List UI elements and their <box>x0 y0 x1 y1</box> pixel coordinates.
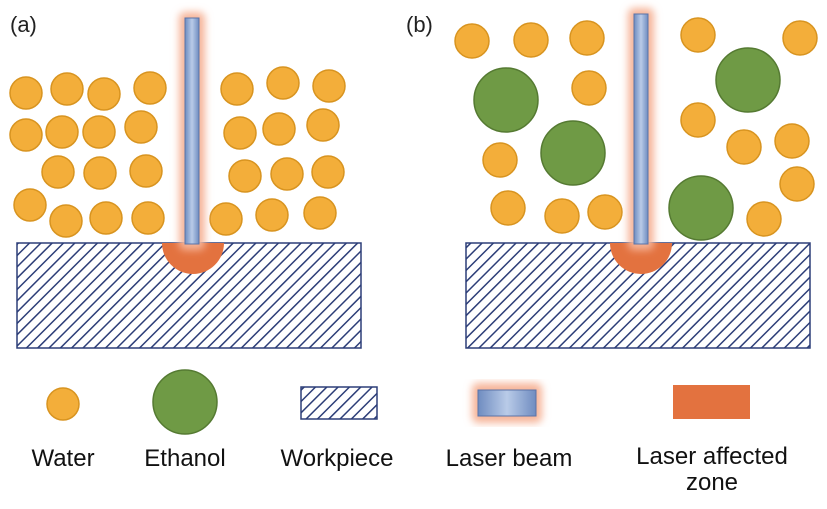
ethanol-molecule <box>473 67 539 133</box>
water-molecule <box>82 115 116 149</box>
water-molecule <box>87 77 121 111</box>
laser-beam-b <box>633 13 649 245</box>
water-molecule <box>680 17 716 53</box>
water-molecule <box>49 204 83 238</box>
water-molecule <box>490 190 526 226</box>
water-molecule <box>50 72 84 106</box>
legend-water-icon <box>46 387 80 421</box>
legend-laser-zone-line2: zone <box>685 469 739 496</box>
water-molecule <box>41 155 75 189</box>
legend-laser-zone-icon <box>673 385 750 419</box>
water-molecule <box>569 20 605 56</box>
legend-laser-zone-label: Laser affected zone <box>612 444 812 496</box>
water-molecule <box>83 156 117 190</box>
panel-a <box>9 12 362 349</box>
water-molecule <box>312 69 346 103</box>
ethanol-molecule <box>668 175 734 241</box>
water-molecule <box>133 71 167 105</box>
water-molecule <box>228 159 262 193</box>
water-molecule <box>680 102 716 138</box>
water-molecule <box>779 166 815 202</box>
legend-ethanol-label: Ethanol <box>144 445 226 472</box>
legend-workpiece-label: Workpiece <box>280 445 394 472</box>
laser-affected-zone-a <box>162 243 224 274</box>
water-molecule <box>209 202 243 236</box>
water-molecule <box>306 108 340 142</box>
water-molecules-a <box>9 66 346 238</box>
water-molecule <box>571 70 607 106</box>
panel-label-a: (a) <box>10 12 37 37</box>
ethanol-molecule <box>540 120 606 186</box>
water-molecule <box>45 115 79 149</box>
legend-workpiece-icon <box>300 386 378 420</box>
panel-label-b: (b) <box>406 12 433 37</box>
legend-laser-zone-line1: Laser affected <box>636 443 788 470</box>
water-molecule <box>220 72 254 106</box>
water-molecule <box>9 118 43 152</box>
water-molecule <box>311 155 345 189</box>
water-molecule <box>782 20 818 56</box>
water-molecule <box>303 196 337 230</box>
laser-affected-zone-b <box>610 243 672 274</box>
water-molecule <box>544 198 580 234</box>
water-molecule <box>9 76 43 110</box>
legend-ethanol-icon <box>152 369 218 435</box>
water-molecule <box>255 198 289 232</box>
water-molecule <box>454 23 490 59</box>
legend-laser-beam-icon <box>477 389 537 417</box>
water-molecule <box>13 188 47 222</box>
water-molecule <box>513 22 549 58</box>
water-molecule <box>89 201 123 235</box>
water-molecule <box>129 154 163 188</box>
water-molecule <box>262 112 296 146</box>
laser-beam-a <box>184 17 200 245</box>
water-molecule <box>746 201 782 237</box>
water-molecule <box>270 157 304 191</box>
water-molecule <box>131 201 165 235</box>
water-molecule <box>587 194 623 230</box>
water-molecule <box>223 116 257 150</box>
water-molecule <box>266 66 300 100</box>
water-molecules-b <box>454 17 818 237</box>
ethanol-molecules-b <box>473 47 781 241</box>
water-molecule <box>774 123 810 159</box>
legend <box>46 369 750 435</box>
panel-b <box>454 8 818 349</box>
water-molecule <box>726 129 762 165</box>
water-molecule <box>124 110 158 144</box>
legend-water-label: Water <box>31 445 95 472</box>
legend-laser-beam-label: Laser beam <box>445 445 573 472</box>
water-molecule <box>482 142 518 178</box>
ethanol-molecule <box>715 47 781 113</box>
